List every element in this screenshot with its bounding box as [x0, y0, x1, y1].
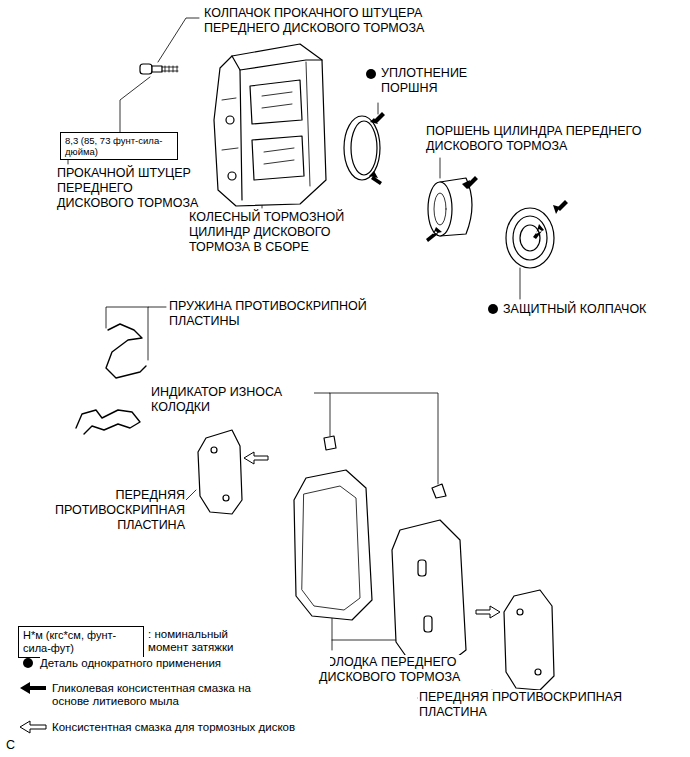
legend-text: Гликолевая консистентная смазка на основ…	[52, 682, 267, 708]
piston-seal	[344, 116, 380, 180]
caliper-body	[214, 44, 326, 206]
part-label: ПОРШЕНЬ ЦИЛИНДРА ПЕРЕДНЕГО ДИСКОВОГО ТОР…	[425, 124, 667, 154]
grease-arrow	[20, 112, 568, 694]
part-label: ПЕРЕДНЯЯ ПРОТИВОСКРИПНАЯ ПЛАСТИНА	[40, 488, 186, 533]
spec-box: 8,3 (85, 73 фунт-сила-дюйма)	[60, 132, 178, 160]
spec-text: Н*м (кгс*см, фунт-сила-фут)	[23, 629, 139, 655]
anti-squeal-shim	[198, 430, 242, 514]
spec-text: 8,3 (85, 73 фунт-сила-дюйма)	[65, 135, 173, 157]
part-label: ПЕРЕДНЯЯ ПРОТИВОСКРИПНАЯ ПЛАСТИНА	[418, 690, 680, 720]
dust-boot	[506, 208, 554, 268]
part-label: УПЛОТНЕНИЕ ПОРШНЯ	[380, 66, 504, 96]
part-label: КОЛПАЧОК ПРОКАЧНОГО ШТУЦЕРА ПЕРЕДНЕГО ДИ…	[203, 6, 490, 36]
bleeder-plug	[140, 64, 178, 74]
legend-text: Консистентная смазка для тормозных диско…	[52, 721, 352, 734]
part-label: ЗАЩИТНЫЙ КОЛПАЧОК	[502, 302, 680, 317]
part-label: КОЛОДКА ПЕРЕДНЕГО ДИСКОВОГО ТОРМОЗА	[318, 655, 500, 685]
spec-box: Н*м (кгс*см, фунт-сила-фут)	[18, 626, 144, 658]
part-label: ПРОКАЧНОЙ ШТУЦЕР ПЕРЕДНЕГО ДИСКОВОГО ТОР…	[56, 166, 213, 211]
part-label: C	[5, 738, 27, 753]
legend-text: : номинальный момент затяжки	[148, 628, 248, 654]
part-label: ИНДИКАТОР ИЗНОСА КОЛОДКИ	[150, 385, 314, 415]
anti-squeal-shim	[504, 590, 554, 690]
legend-text: Деталь однократного применения	[40, 657, 330, 670]
single-use-dot	[23, 69, 498, 668]
anti-squeal-spring	[76, 324, 146, 434]
part-label: ПРУЖИНА ПРОТИВОСКРИПНОЙ ПЛАСТИНЫ	[168, 299, 410, 329]
leader-line	[68, 18, 520, 698]
part-label: КОЛЕСНЫЙ ТОРМОЗНОЙ ЦИЛИНДР ДИСКОВОГО ТОР…	[188, 210, 366, 255]
brake-pad	[294, 470, 466, 664]
